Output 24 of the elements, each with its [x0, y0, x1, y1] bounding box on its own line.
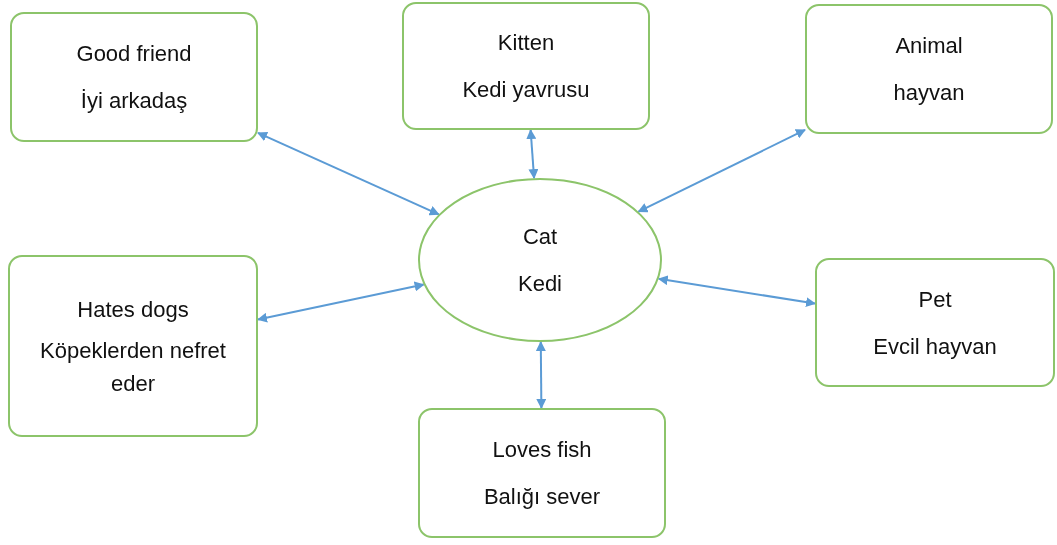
- turkish-word: İyi arkadaş: [80, 87, 188, 115]
- turkish-word: hayvan: [893, 79, 965, 107]
- english-word: Loves fish: [492, 436, 592, 464]
- arrow: [257, 131, 440, 216]
- turkish-word: Kedi yavrusu: [462, 76, 590, 104]
- english-word: Pet: [918, 285, 952, 314]
- english-word: Hates dogs: [77, 295, 189, 324]
- concept-box: [402, 2, 650, 130]
- concept-box: [815, 258, 1055, 387]
- concept-box: [418, 408, 666, 538]
- turkish-word: Köpeklerden nefret eder: [39, 336, 227, 398]
- concept-box: [8, 255, 258, 437]
- english-word: Animal: [895, 32, 963, 60]
- english-word: Cat: [522, 223, 558, 251]
- turkish-word: Balığı sever: [483, 483, 601, 511]
- concept-box: [10, 12, 258, 142]
- arrow: [526, 129, 539, 180]
- turkish-word: Kedi: [517, 270, 562, 298]
- arrow: [535, 341, 547, 409]
- turkish-word: Evcil hayvan: [873, 332, 997, 361]
- english-word: Good friend: [76, 40, 192, 68]
- concept-box: [805, 4, 1053, 134]
- arrow: [637, 128, 806, 213]
- english-word: Kitten: [497, 29, 555, 57]
